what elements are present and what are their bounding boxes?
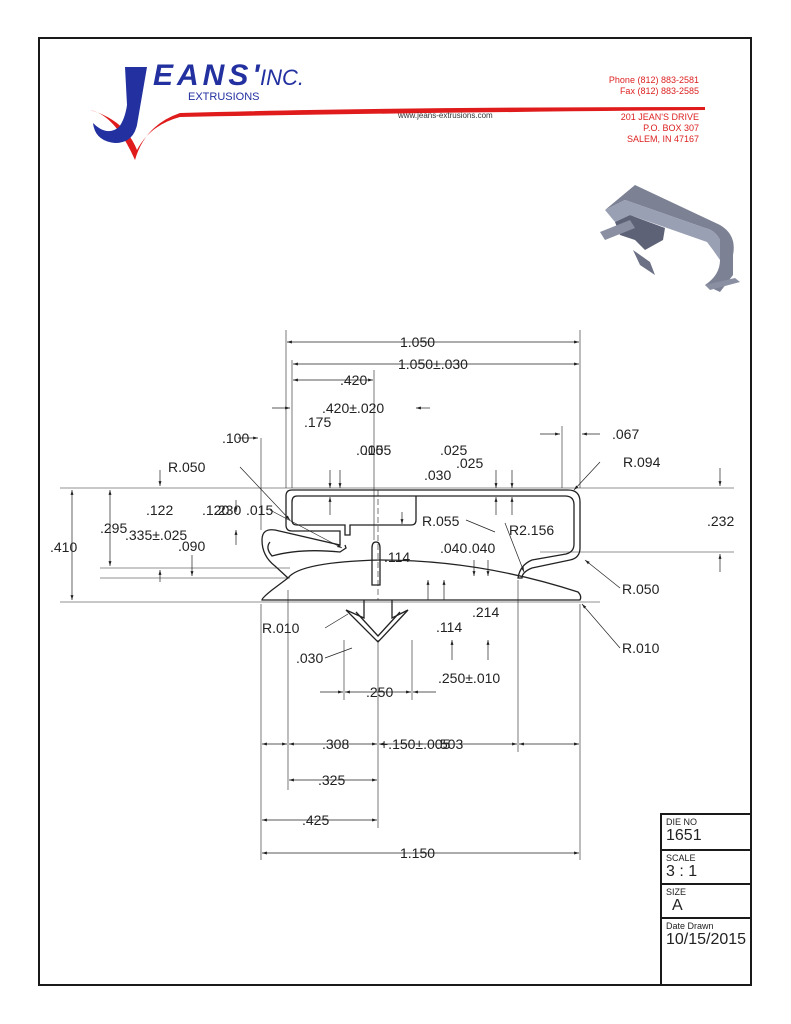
- dim-335-tol: .335±.025: [125, 527, 187, 543]
- dim-295: .295: [100, 520, 127, 536]
- address-line-3: SALEM, IN 47167: [626, 134, 699, 144]
- phone-text: Phone (812) 883-2581: [608, 75, 699, 85]
- dim-175: .175: [304, 414, 331, 430]
- dim-120: .120: [202, 502, 229, 518]
- svg-text:EANS': EANS': [153, 59, 263, 92]
- dim-250-tol: .250±.010: [438, 670, 500, 686]
- address-line-2: P.O. BOX 307: [643, 123, 699, 133]
- dim-r055: R.055: [422, 513, 460, 529]
- dim-030-top: .030: [424, 467, 451, 483]
- dim-1050-tol: 1.050±.030: [398, 356, 468, 372]
- title-block-die: DIE NO 1651: [660, 813, 752, 849]
- title-block-date: Date Drawn 10/15/2015: [660, 917, 752, 986]
- date-drawn-value: 10/15/2015: [666, 931, 747, 948]
- dim-420-tol: .420±.020: [322, 400, 384, 416]
- dim-025-b: .025: [456, 455, 483, 471]
- dim-425: .425: [302, 812, 329, 828]
- scale-value: 3 : 1: [666, 863, 698, 880]
- dim-067: .067: [612, 426, 639, 442]
- dim-114-b: .114: [436, 619, 462, 635]
- dim-r010-left: R.010: [262, 620, 300, 636]
- dim-122: .122: [146, 502, 173, 518]
- dim-150-tol: +.150±.005: [380, 736, 451, 752]
- dim-410: .410: [50, 539, 77, 555]
- dim-1050: 1.050: [400, 334, 435, 350]
- dim-040-a: .040: [440, 540, 467, 556]
- dim-040-b: .040: [468, 540, 495, 556]
- dim-025-a: .025: [440, 442, 467, 458]
- website-link[interactable]: www.jeans-extrusions.com: [398, 111, 493, 120]
- dimension-labels: 1.050 1.050±.030 .420 .420±.020 .175 .10…: [50, 334, 734, 861]
- contact-phone-block: Phone (812) 883-2581 Fax (812) 883-2585: [609, 75, 699, 97]
- scale-label: SCALE: [666, 853, 696, 863]
- svg-text:EXTRUSIONS: EXTRUSIONS: [188, 91, 260, 103]
- dim-214: .214: [472, 604, 499, 620]
- dim-308: .308: [322, 736, 349, 752]
- dim-r2156: R2.156: [509, 522, 554, 538]
- dim-325: .325: [318, 772, 345, 788]
- dim-100: .100: [222, 430, 249, 446]
- extension-lines: [60, 330, 734, 860]
- dim-r050-left: R.050: [168, 459, 206, 475]
- die-no-label: DIE NO: [666, 817, 698, 827]
- die-no-value: 1651: [666, 827, 702, 844]
- dim-r094: R.094: [623, 454, 661, 470]
- dim-230: .230: [214, 502, 241, 518]
- dim-005: .005: [364, 442, 391, 458]
- dim-232: .232: [707, 513, 734, 529]
- size-label: SIZE: [666, 887, 687, 897]
- title-block-scale: SCALE 3 : 1: [660, 849, 752, 883]
- dim-r050-right: R.050: [622, 581, 660, 597]
- title-block-size: SIZE A: [660, 883, 752, 917]
- dim-030-bottom: .030: [296, 650, 323, 666]
- company-logo: EANS' INC. EXTRUSIONS: [90, 59, 705, 160]
- date-drawn-label: Date Drawn: [666, 921, 714, 931]
- dim-503: .503: [436, 736, 463, 752]
- address-line-1: 201 JEAN'S DRIVE: [620, 112, 699, 122]
- dim-r010-right: R.010: [622, 640, 660, 656]
- dimension-lines: [70, 340, 579, 855]
- isometric-view: [600, 185, 740, 292]
- address-block: 201 JEAN'S DRIVE P.O. BOX 307 SALEM, IN …: [621, 112, 699, 145]
- dim-090: .090: [178, 538, 205, 554]
- dim-015-b: .015: [246, 502, 273, 518]
- leader-lines: [158, 406, 722, 694]
- size-value: A: [672, 897, 683, 914]
- dim-420: .420: [340, 372, 367, 388]
- dim-015: .015: [356, 442, 383, 458]
- dim-1150: 1.150: [400, 845, 435, 861]
- svg-text:INC.: INC.: [260, 65, 304, 90]
- dim-250: .250: [366, 684, 393, 700]
- dim-114-a: .114: [384, 549, 410, 565]
- drawing-border: [38, 37, 752, 986]
- fax-text: Fax (812) 883-2585: [619, 86, 699, 96]
